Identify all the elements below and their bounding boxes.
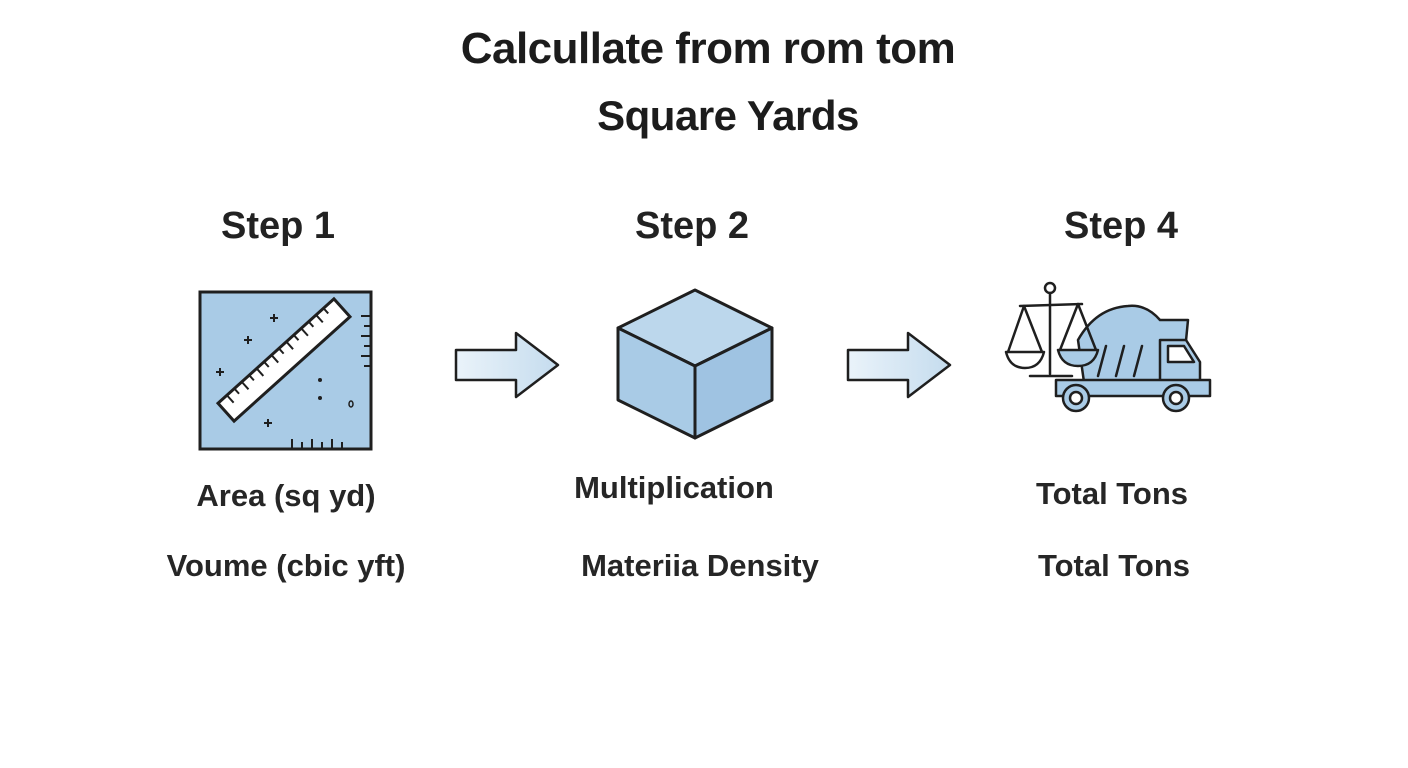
step-2-caption-multiplication: Multiplication [574,470,774,505]
step-2-caption-density: Materiia Density [581,548,819,583]
ruler-grid-icon [198,290,373,451]
step-1-caption-area: Area (sq yd) [196,478,376,513]
step-3-caption-total-tons-1: Total Tons [1035,476,1189,511]
step-3-caption-total-tons-2: Total Tons [1037,548,1191,583]
step-1-caption-volume: Voume (cbic yft) [166,548,406,583]
step-3-label: Step 4 [1063,205,1179,247]
diagram-title-line-2: Square Yards [597,92,859,139]
arrow-right-icon [454,331,560,399]
diagram-title-line-1: Calcullate from rom tom [460,24,956,73]
scale-dump-truck-icon [1004,281,1212,413]
arrow-right-icon [846,331,952,399]
step-1-label: Step 1 [220,205,336,247]
cube-icon [616,288,774,440]
step-2-label: Step 2 [634,205,750,247]
